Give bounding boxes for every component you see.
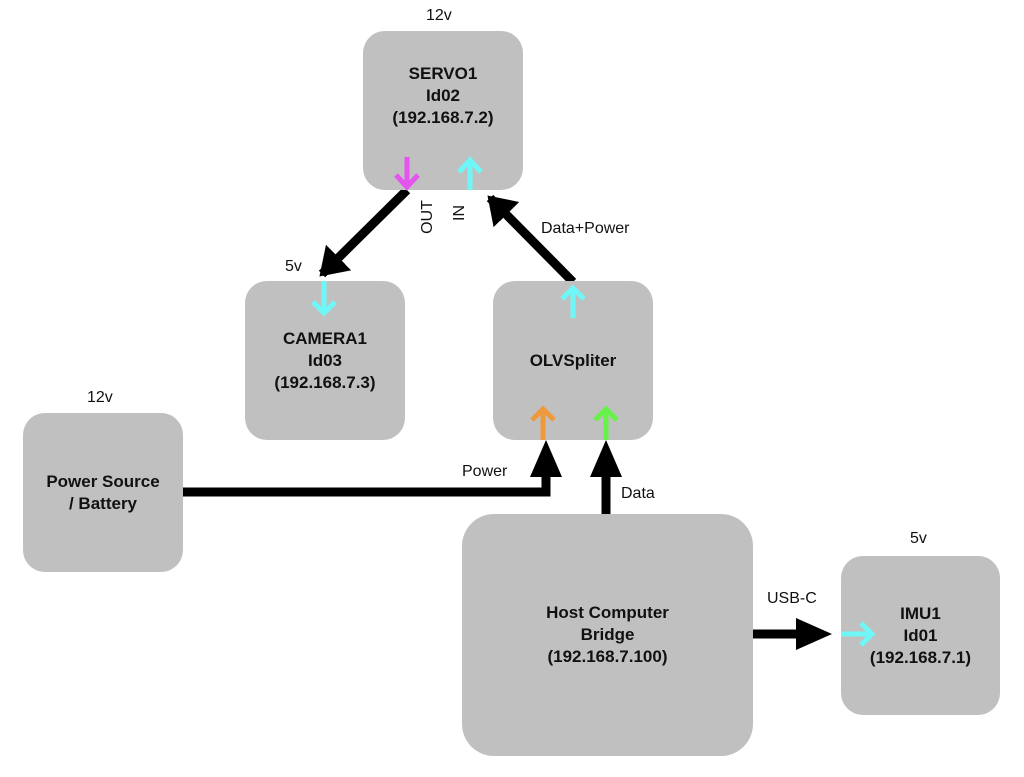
servo-out-label: OUT [418,200,436,234]
usbc-label: USB-C [767,590,817,607]
imu-voltage: 5v [910,530,927,547]
servo-id: Id02 [425,85,460,105]
servo-in-label: IN [451,205,468,221]
camera-voltage: 5v [285,258,302,275]
servo-ip: (192.168.7.2) [392,107,494,127]
host-ip: (192.168.7.100) [547,647,668,666]
splitter-name: OLVSpliter [529,350,617,370]
servo-name: SERVO1 [408,63,478,83]
wire-servo-to-camera [318,186,411,278]
data-label: Data [621,485,655,502]
host-name-line1: Host Computer [546,603,669,622]
battery-name-line2: / Battery [68,493,138,513]
servo-voltage: 12v [426,7,452,24]
battery-voltage: 12v [87,389,113,406]
power-label: Power [462,463,508,480]
servo-node[interactable]: SERVO1 Id02 (192.168.7.2) [363,31,523,190]
splitter-node[interactable]: OLVSpliter [493,281,653,440]
camera-name: CAMERA1 [282,328,368,348]
arrowhead-data [590,440,622,477]
camera-ip: (192.168.7.3) [274,372,376,392]
imu-id: Id01 [903,625,938,645]
arrowhead-power [530,440,562,477]
wire-splitter-to-servo [486,194,577,286]
imu-node[interactable]: IMU1 Id01 (192.168.7.1) [841,556,1000,715]
battery-name-line1: Power Source [46,471,160,491]
imu-name: IMU1 [900,603,941,623]
camera-id: Id03 [307,350,342,370]
camera-node[interactable]: CAMERA1 Id03 (192.168.7.3) [245,281,405,440]
arrowhead-usbc [796,618,832,650]
host-node[interactable]: Host Computer Bridge (192.168.7.100) [462,514,753,756]
host-name-line2: Bridge [580,625,635,644]
data-power-label: Data+Power [541,220,630,237]
imu-ip: (192.168.7.1) [869,647,972,667]
battery-node[interactable]: Power Source / Battery [23,413,183,572]
